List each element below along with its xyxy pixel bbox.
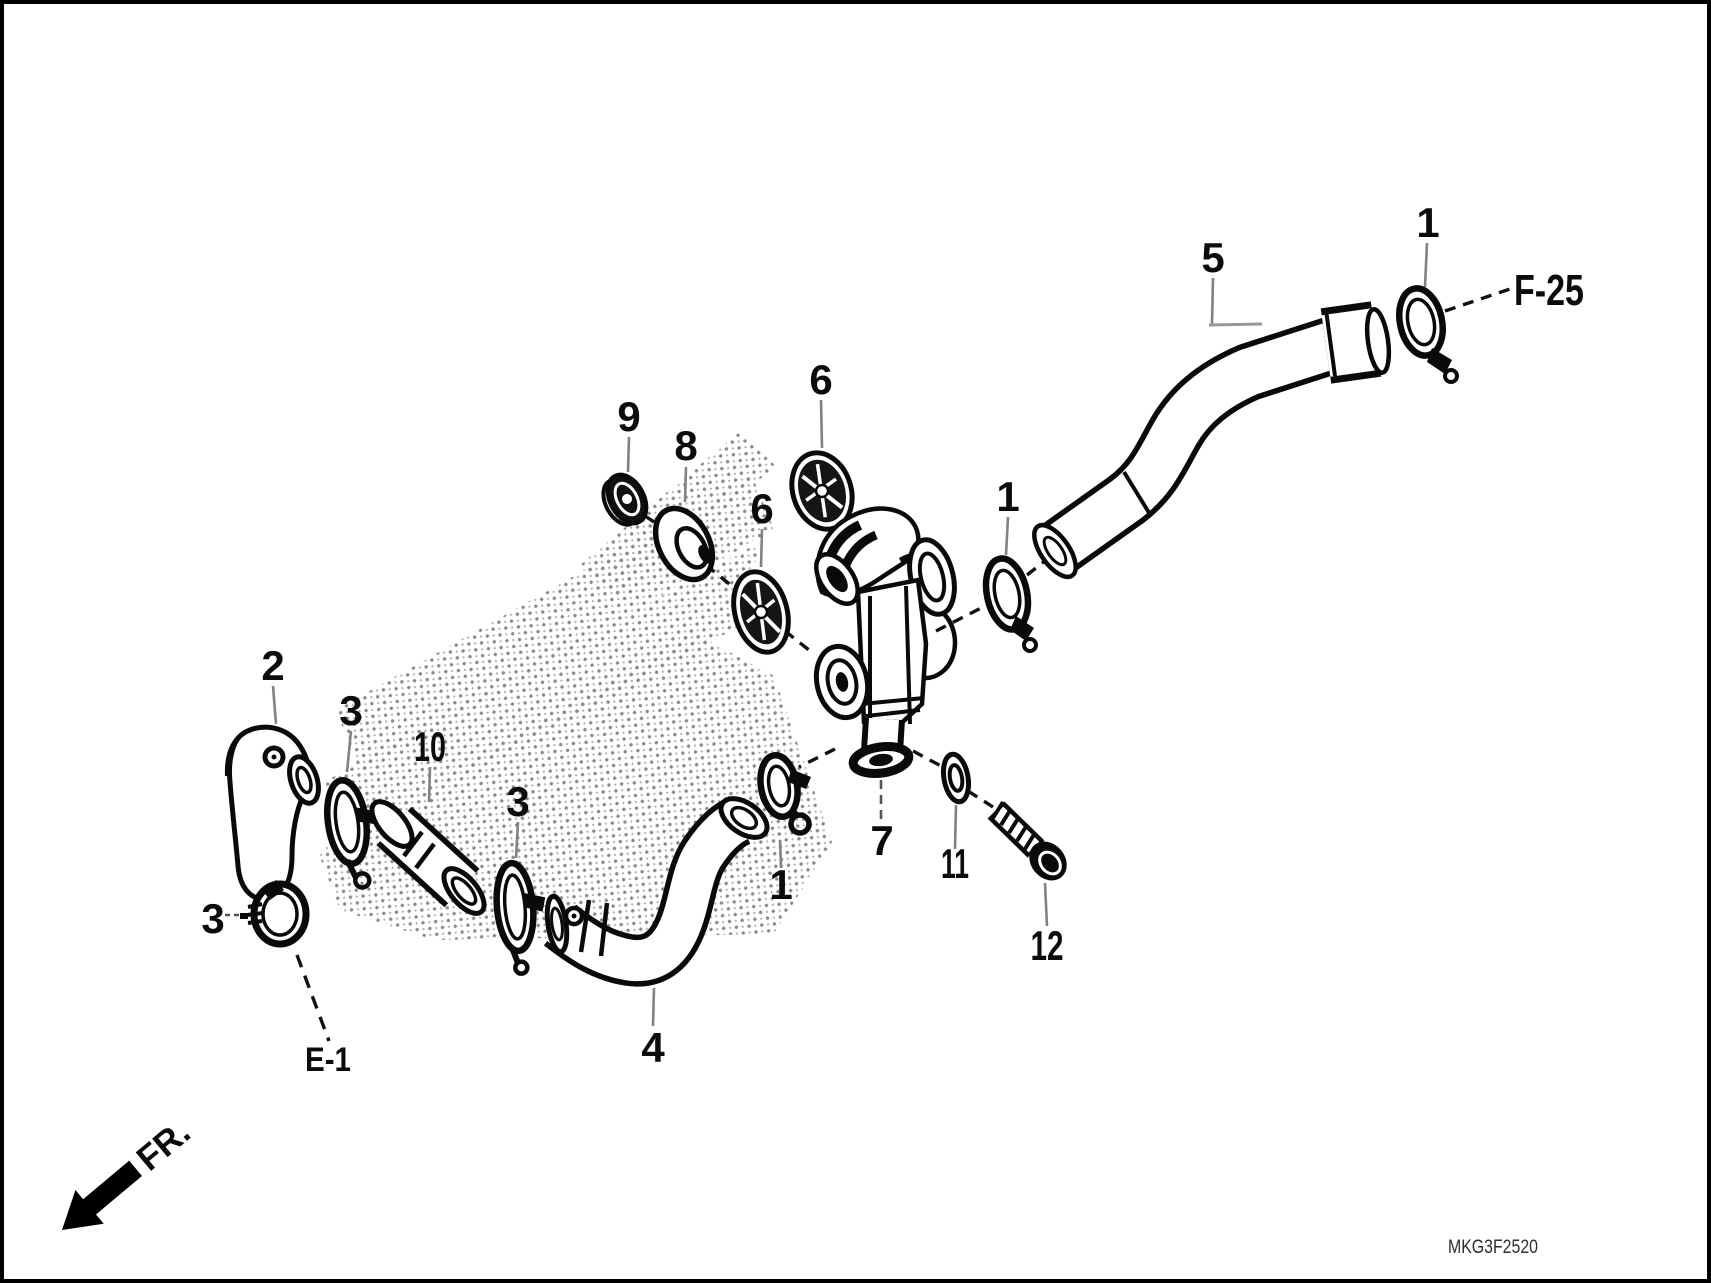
hose-4-drawing — [543, 796, 770, 987]
disc-6-left-drawing — [731, 569, 791, 655]
callout-4: 4 — [641, 1024, 665, 1071]
disc-6-upper-drawing — [789, 450, 855, 532]
clamp-3-a-drawing — [324, 777, 380, 890]
callout-11: 11 — [941, 840, 969, 887]
clamp-1-top-drawing — [1396, 285, 1459, 384]
washer-11-drawing — [940, 751, 972, 805]
front-direction-arrow: FR. — [62, 1112, 198, 1230]
ref-label-f25: F-25 — [1514, 266, 1584, 315]
nut-9-drawing — [601, 472, 649, 527]
arrow-icon — [62, 1160, 142, 1230]
clamp-1-bottom-drawing — [757, 752, 812, 836]
parts-diagram-drawing: FR. 1 5 1 6 9 8 6 2 3 10 3 3 4 7 1 11 12… — [62, 199, 1584, 1258]
callout-2: 2 — [261, 642, 284, 689]
callout-12: 12 — [1031, 922, 1064, 969]
elbow-2-drawing — [224, 724, 321, 906]
grommet-8-drawing — [652, 505, 716, 583]
callout-9: 9 — [617, 393, 640, 440]
callout-6-top: 6 — [809, 356, 832, 403]
callout-leader-lines — [225, 242, 1429, 1027]
callout-1-top: 1 — [1416, 199, 1439, 246]
part-code-label: MKG3F2520 — [1448, 1236, 1538, 1258]
tube-10-drawing — [369, 799, 487, 916]
clamp-1-middle-drawing — [982, 555, 1038, 653]
hose-5-drawing — [1032, 301, 1392, 580]
callout-1-mid: 1 — [996, 473, 1019, 520]
valve-7-drawing — [813, 506, 958, 778]
callout-labels: 1 5 1 6 9 8 6 2 3 10 3 3 4 7 1 11 12 — [201, 199, 1439, 1071]
front-direction-label: FR. — [129, 1112, 197, 1178]
callout-7: 7 — [870, 817, 893, 864]
callout-3-b: 3 — [506, 778, 529, 825]
clamp-3-c-drawing — [240, 880, 310, 948]
callout-1-bl: 1 — [769, 861, 792, 908]
callout-5: 5 — [1201, 234, 1224, 281]
callout-10: 10 — [414, 723, 446, 770]
callout-8: 8 — [674, 422, 697, 469]
ref-label-e1: E-1 — [305, 1041, 351, 1079]
clamp-3-b-drawing — [493, 859, 546, 976]
bolt-12-drawing — [987, 800, 1067, 881]
callout-3-c: 3 — [201, 895, 224, 942]
callout-3-a: 3 — [339, 687, 362, 734]
callout-6-left: 6 — [750, 485, 773, 532]
